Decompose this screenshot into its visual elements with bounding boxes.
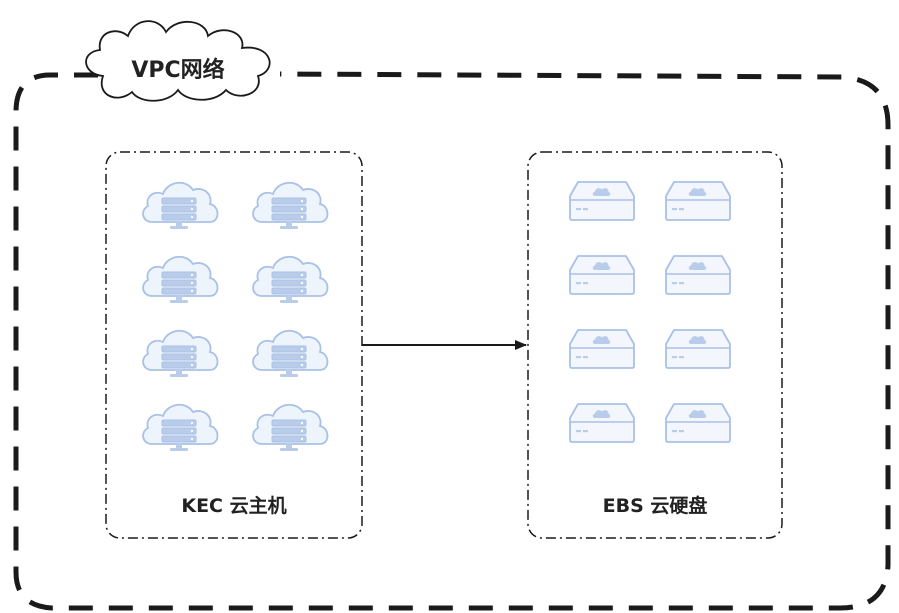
cloud-server-icon: [252, 181, 329, 230]
kec-server-grid: [142, 181, 329, 452]
cloud-disk-icon: [665, 329, 731, 369]
cloud-disk-icon: [569, 329, 635, 369]
ebs-group-border: [527, 151, 783, 539]
cloud-disk-icon: [569, 181, 635, 221]
ebs-disk-grid: [569, 181, 731, 443]
kec-group: KEC 云主机: [105, 151, 363, 539]
cloud-disk-icon: [569, 403, 635, 443]
vpc-label: VPC网络: [131, 57, 224, 83]
vpc-cloud-badge: VPC网络: [85, 20, 271, 102]
ebs-label: EBS 云硬盘: [603, 494, 708, 517]
vpc-boundary: [13, 71, 891, 611]
kec-label: KEC 云主机: [181, 495, 286, 517]
cloud-server-icon: [252, 403, 329, 452]
cloud-disk-icon: [569, 255, 635, 295]
cloud-disk-icon: [665, 255, 731, 295]
cloud-server-icon: [142, 181, 219, 230]
cloud-server-icon: [142, 255, 219, 304]
cloud-server-icon: [142, 403, 219, 452]
ebs-group: EBS 云硬盘: [527, 151, 783, 539]
cloud-server-icon: [142, 329, 219, 378]
cloud-server-icon: [252, 329, 329, 378]
cloud-server-icon: [252, 255, 329, 304]
cloud-disk-icon: [665, 181, 731, 221]
cloud-disk-icon: [665, 403, 731, 443]
